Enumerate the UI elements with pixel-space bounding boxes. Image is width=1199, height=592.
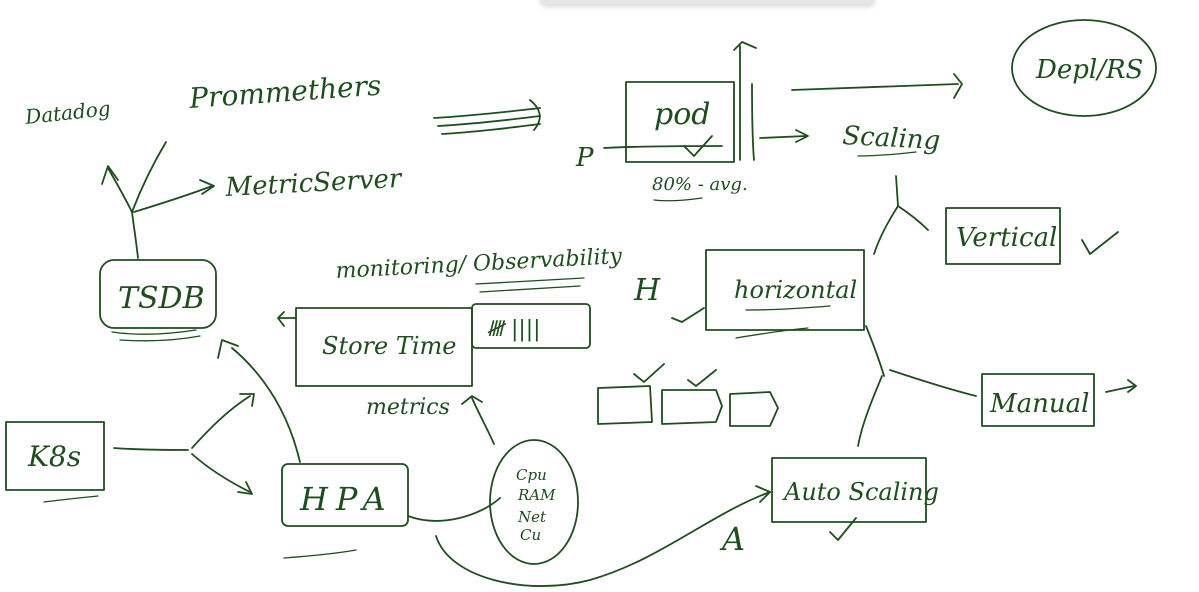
fork-stem (131, 211, 139, 259)
label-k8s: K8s (27, 440, 81, 473)
observability-underline (475, 277, 585, 285)
hpa-to-autoscaling-head (755, 485, 771, 503)
metrics-arrowhead (461, 395, 483, 405)
auto-scaling-box (771, 457, 927, 523)
pod-check (683, 135, 713, 157)
arrowhead-datadog (101, 165, 119, 185)
tally-box (471, 303, 591, 349)
manual-box (981, 373, 1095, 427)
vertical-box (945, 207, 1061, 265)
horizontal-underline-2 (735, 327, 809, 339)
hpa-to-autoscaling-curve (435, 491, 771, 587)
observability-underline-2 (479, 285, 581, 293)
branch-to-manual (889, 369, 977, 397)
percent-underline (653, 197, 703, 202)
arrow-to-pod-2 (437, 115, 541, 127)
h-check (671, 307, 705, 323)
horizontal-underline (745, 305, 831, 311)
label-metrics-server: MetricServer (224, 164, 404, 203)
arrow-to-pod-head (529, 99, 541, 131)
arrow-to-pod-1 (433, 107, 541, 119)
label-net: Net (517, 508, 547, 526)
label-h: H (633, 273, 661, 308)
depl-rs-oval (1011, 19, 1157, 117)
branch-to-auto (857, 375, 883, 447)
k8s-underline (43, 495, 99, 503)
pod-side-line (751, 83, 755, 161)
vertical-check (1081, 231, 1119, 255)
hpa-underline (283, 549, 357, 559)
pod-to-scaling-head (795, 129, 809, 143)
pod-to-scaling-arrow (759, 135, 807, 139)
label-depl-rs: Depl/RS (1035, 55, 1143, 85)
fork-up (191, 395, 251, 449)
fork-up-head (239, 393, 255, 407)
hpa-to-cpu-link (407, 497, 501, 522)
label-p: P (575, 143, 594, 173)
arrowhead-metrics-server (199, 179, 215, 195)
label-a: A (719, 520, 745, 558)
label-pod: pod (654, 97, 710, 132)
k8s-box (5, 421, 105, 491)
window-top-bar (540, 0, 875, 4)
scaling-to-horizontal (873, 205, 899, 255)
hpa-to-tsdb-arrow (231, 347, 301, 463)
label-auto-scaling: Auto Scaling (782, 478, 939, 506)
pod-to-depl-arrow (791, 83, 959, 91)
label-scaling: Scaling (842, 121, 941, 156)
fork-down-head (237, 481, 253, 495)
metrics-arrow (471, 397, 495, 445)
pod-line-through (603, 145, 723, 149)
mini-pod-1 (597, 385, 653, 425)
cpu-oval (489, 439, 579, 565)
fork-down (191, 453, 251, 493)
horizontal-branch (865, 325, 885, 377)
label-hpa: HPA (299, 480, 394, 518)
arrow-to-pod-3 (441, 123, 541, 135)
label-manual: Manual (989, 389, 1089, 419)
tsdb-box (99, 259, 217, 329)
manual-arrow-head (1127, 379, 1137, 393)
label-datadog: Datadog (23, 96, 112, 129)
label-tsdb: TSDB (118, 281, 205, 316)
pod-up-arrow-head (733, 41, 757, 51)
tsdb-underline (111, 329, 197, 335)
scaling-stem (895, 175, 899, 207)
pod-box (625, 81, 735, 163)
label-cpu: Cpu (516, 466, 547, 484)
auto-scaling-check (829, 517, 857, 541)
label-metrics: metrics (366, 395, 450, 420)
label-prometheus: Prommethers (187, 69, 382, 115)
manual-arrow (1105, 385, 1135, 393)
hpa-box (281, 463, 409, 527)
tsdb-underline-2 (119, 335, 201, 342)
scaling-underline (857, 151, 917, 157)
mini-pod-2 (661, 389, 723, 425)
mini-check-1 (633, 363, 665, 383)
arrow-to-datadog (107, 167, 133, 213)
label-cu: Cu (520, 526, 541, 544)
label-pod-percent: 80% - avg. (652, 174, 748, 195)
label-tally: 𝍸 |||| (486, 317, 541, 342)
store-time-box (295, 307, 473, 387)
hpa-to-tsdb-head (217, 339, 239, 359)
label-vertical: Vertical (956, 223, 1057, 253)
label-store-time: Store Time (322, 332, 456, 360)
label-horizontal: horizontal (734, 276, 857, 304)
mini-check-2 (687, 369, 717, 387)
scaling-to-vertical (897, 205, 929, 231)
store-time-corner-arrow (277, 311, 297, 327)
mini-pod-3 (729, 391, 779, 427)
arrow-to-prometheus (131, 141, 167, 213)
k8s-to-fork (113, 447, 189, 451)
pod-to-depl-head (953, 73, 963, 99)
label-ram: RAM (517, 486, 556, 504)
arrow-to-metrics-server (133, 185, 213, 213)
